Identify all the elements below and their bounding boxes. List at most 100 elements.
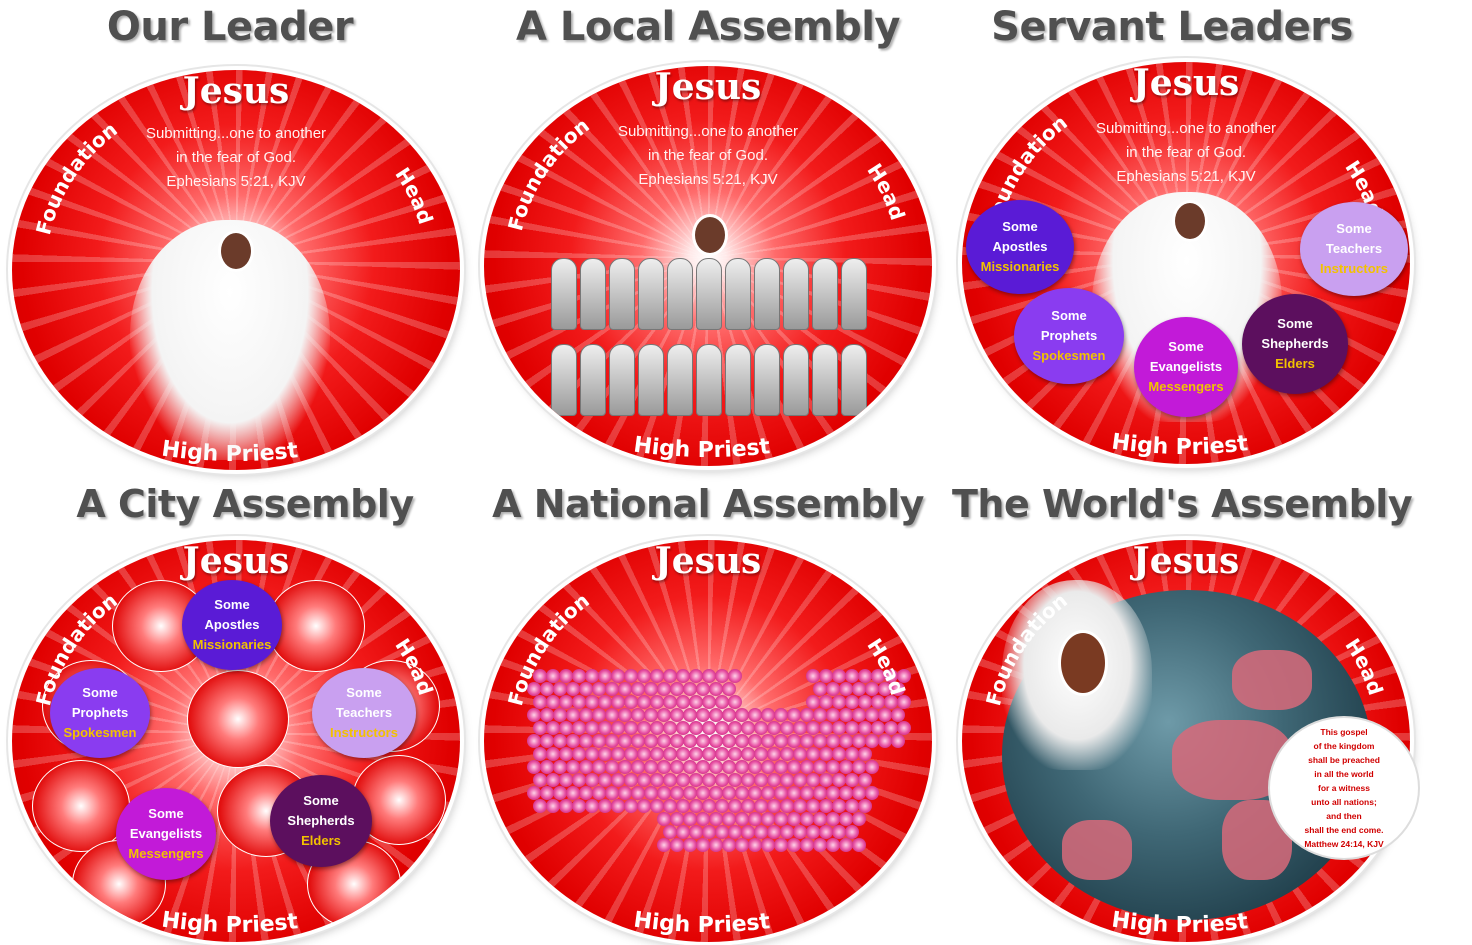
mini-assembly-dot [644, 682, 658, 696]
mini-assembly-dot [579, 786, 593, 800]
mini-assembly-dot [826, 812, 840, 826]
head-label: Head [1340, 634, 1387, 698]
mini-assembly-dot [780, 747, 794, 761]
mini-assembly-dot [774, 812, 788, 826]
mini-assembly-dot [689, 825, 703, 839]
mini-assembly-dot [884, 695, 898, 709]
mini-assembly-dot [650, 747, 664, 761]
mini-assembly-dot [657, 812, 671, 826]
mini-assembly-dot [592, 708, 606, 722]
mini-assembly-dot [832, 721, 846, 735]
mini-assembly-dot [832, 747, 846, 761]
mini-assembly-dot [618, 786, 632, 800]
mini-assembly-dot [832, 825, 846, 839]
mini-assembly-dot [871, 669, 885, 683]
mini-assembly-dot [819, 799, 833, 813]
svg-text:High Priest: High Priest [632, 433, 772, 464]
mini-assembly-dot [813, 734, 827, 748]
high-priest-label: High Priest [1110, 430, 1250, 461]
mini-assembly-dot [572, 747, 586, 761]
mini-assembly-dot [871, 695, 885, 709]
mini-assembly-dot [754, 825, 768, 839]
mini-assembly-dot [559, 721, 573, 735]
mini-assembly-dot [644, 760, 658, 774]
mini-assembly-dot [689, 669, 703, 683]
mini-assembly-dot [761, 786, 775, 800]
mini-assembly-dot [546, 721, 560, 735]
mini-assembly-dot [813, 838, 827, 852]
mini-assembly-dot [787, 812, 801, 826]
mini-assembly-dot [793, 747, 807, 761]
mini-assembly-dot [592, 734, 606, 748]
mini-assembly-dot [741, 799, 755, 813]
mini-assembly-dot [566, 760, 580, 774]
mini-assembly-dot [631, 760, 645, 774]
mini-assembly-dot [592, 760, 606, 774]
mini-assembly-dot [839, 734, 853, 748]
mini-assembly-dot [663, 747, 677, 761]
mini-assembly-dot [559, 773, 573, 787]
mini-assembly-dot [676, 721, 690, 735]
mini-assembly-dot [748, 786, 762, 800]
mini-assembly-dot [806, 747, 820, 761]
mini-assembly-dot [663, 825, 677, 839]
mini-assembly-dot [689, 747, 703, 761]
mini-assembly-dot [754, 773, 768, 787]
mini-assembly-dot [579, 760, 593, 774]
mini-assembly-dot [715, 799, 729, 813]
mini-assembly-dot [761, 838, 775, 852]
mini-assembly-dot [826, 786, 840, 800]
mini-assembly-dot [891, 734, 905, 748]
mini-assembly-dot [670, 786, 684, 800]
mini-assembly-dot [559, 669, 573, 683]
mini-assembly-dot [670, 838, 684, 852]
disc-arc-labels: Foundation Head High Priest [503, 588, 910, 939]
jesus-face [218, 230, 254, 272]
mini-assembly-dot [728, 799, 742, 813]
mini-assembly-dot [813, 786, 827, 800]
mini-assembly-dot [527, 682, 541, 696]
mini-assembly-dot [559, 695, 573, 709]
mini-assembly-dot [813, 708, 827, 722]
mini-assembly-dot [761, 812, 775, 826]
svg-text:High Priest: High Priest [1110, 908, 1250, 939]
mini-assembly-dot [839, 786, 853, 800]
mini-assembly-dot [566, 786, 580, 800]
mini-assembly-dot [637, 695, 651, 709]
red-disc: Foundation Head High Priest Jesus [484, 540, 932, 942]
mini-assembly-dot [676, 825, 690, 839]
mini-assembly-dot [728, 747, 742, 761]
speech-bubble: This gospel of the kingdom shall be prea… [1268, 716, 1420, 860]
mini-assembly-dot [670, 682, 684, 696]
mini-assembly-dot [566, 682, 580, 696]
mini-assembly-dot [858, 695, 872, 709]
high-priest-label: High Priest [632, 908, 772, 939]
mini-assembly-dot [689, 773, 703, 787]
mini-assembly-dot [650, 799, 664, 813]
mini-assembly-dot [728, 825, 742, 839]
mini-assembly-dot [754, 799, 768, 813]
mini-assembly-dot [644, 786, 658, 800]
mini-assembly-dot [696, 734, 710, 748]
mini-assembly-dot [527, 708, 541, 722]
mini-assembly-dot [637, 669, 651, 683]
mini-assembly-dot [533, 721, 547, 735]
mini-assembly-dot [709, 682, 723, 696]
panel-title: A Local Assembly [516, 4, 901, 50]
mini-assembly-dot [683, 708, 697, 722]
mini-assembly-dot [696, 786, 710, 800]
mini-assembly-dot [650, 669, 664, 683]
mini-assembly-dot [559, 799, 573, 813]
mini-assembly-dot [715, 773, 729, 787]
jesus-face [692, 214, 728, 256]
mini-assembly-dot [657, 708, 671, 722]
mini-assembly-dot [819, 747, 833, 761]
panel-local-assembly: A Local Assembly Foundation Head High Pr… [478, 0, 948, 475]
mini-assembly-dot [631, 708, 645, 722]
mini-assembly-dot [527, 734, 541, 748]
mini-assembly-dot [865, 734, 879, 748]
